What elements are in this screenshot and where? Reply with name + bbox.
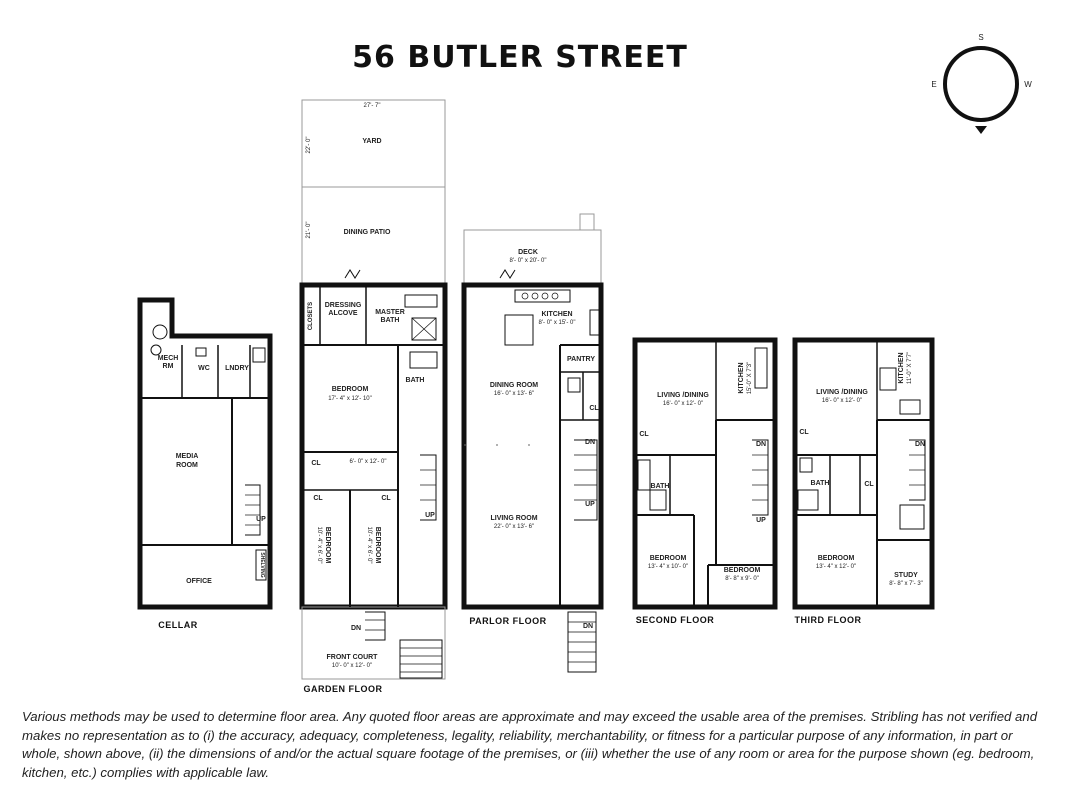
- living-room-dim: 22'- 0" x 13'- 6": [494, 524, 534, 530]
- parlor-floor-plan: [461, 213, 604, 673]
- kitchen-label: KITCHEN: [541, 311, 572, 318]
- page-title: 56 BUTLER STREET: [352, 40, 688, 75]
- garden-up-label: UP: [425, 512, 435, 519]
- third-cl1-label: CL: [799, 429, 809, 436]
- closets-label: CLOSETS: [308, 302, 314, 330]
- garden-cl3-label: CL: [381, 495, 391, 502]
- parlor-up-label: UP: [585, 501, 595, 508]
- second-floor-label: SECOND FLOOR: [636, 615, 715, 625]
- second-floor-labels: LIVING /DINING 16'- 0" x 12'- 0" KITCHEN…: [636, 362, 766, 625]
- second-bedroom2-label: BEDROOM: [724, 567, 761, 574]
- garden-cl2-label: CL: [313, 495, 323, 502]
- third-living-label: LIVING /DINING: [816, 389, 868, 396]
- second-bedroom2-dim: 8'- 8" x 9'- 0": [725, 576, 759, 582]
- dressing-alcove-label-2: ALCOVE: [328, 310, 358, 317]
- second-kitchen-dim: 15'-0" X 7'3": [747, 362, 753, 395]
- kitchen-dim: 8'- 0" x 15'- 0": [539, 320, 576, 326]
- garden-floor-label: GARDEN FLOOR: [304, 684, 383, 694]
- compass-icon: S E W: [931, 33, 1032, 134]
- third-kitchen-label: KITCHEN: [898, 352, 905, 383]
- media-room-label-2: ROOM: [176, 462, 198, 469]
- cellar-floor-label: CELLAR: [158, 620, 198, 630]
- second-cl-label: CL: [639, 431, 649, 438]
- third-dn-label: DN: [915, 441, 925, 448]
- parlor-floor-labels: DECK 8'- 0" x 20'- 0" KITCHEN 8'- 0" x 1…: [469, 249, 599, 630]
- third-floor-labels: LIVING /DINING 16'- 0" x 12'- 0" KITCHEN…: [795, 352, 926, 625]
- dressing-alcove-label: DRESSING: [325, 302, 362, 309]
- second-bath-label: BATH: [651, 483, 670, 490]
- master-bath-label: MASTER: [375, 309, 405, 316]
- deck-dim: 8'- 0" x 20'- 0": [510, 258, 547, 264]
- yard-width-label: 27'- 7": [364, 103, 381, 109]
- garden-dn-label: DN: [351, 625, 361, 632]
- parlor-floor-label: PARLOR FLOOR: [469, 616, 546, 626]
- compass-south: S: [978, 33, 983, 42]
- dining-room-label: DINING ROOM: [490, 382, 538, 389]
- third-bedroom-dim: 13'- 4" x 12'- 0": [816, 564, 856, 570]
- deck-label: DECK: [518, 249, 538, 256]
- pantry-label: PANTRY: [567, 356, 595, 363]
- parlor-cl-label: CL: [589, 405, 599, 412]
- second-living-dim: 16'- 0" x 12'- 0": [663, 401, 703, 407]
- parlor-dn-label: DN: [585, 439, 595, 446]
- second-bedroom1-dim: 13'- 4" x 10'- 0": [648, 564, 688, 570]
- garden-bath-label: BATH: [406, 377, 425, 384]
- garden-cl1-label: CL: [311, 460, 321, 467]
- wc-label: WC: [198, 365, 210, 372]
- garden-bed3-label: BEDROOM: [374, 527, 381, 564]
- garden-bed2-label: BEDROOM: [324, 527, 331, 564]
- dining-patio-label: DINING PATIO: [344, 229, 391, 236]
- second-bedroom1-label: BEDROOM: [650, 555, 687, 562]
- cellar-labels: MECH RM WC LNDRY MEDIA ROOM OFFICE UP SH…: [158, 355, 267, 630]
- garden-floor-plan: [299, 99, 448, 680]
- third-kitchen-dim: 11'-0" X 7'7": [907, 352, 913, 384]
- second-floor-plan: [632, 337, 778, 610]
- dining-room-dim: 16'- 0" x 13'- 6": [494, 391, 534, 397]
- third-living-dim: 16'- 0" x 12'- 0": [822, 398, 862, 404]
- living-room-label: LIVING ROOM: [490, 515, 537, 522]
- yard-label: YARD: [362, 138, 381, 145]
- garden-bed2-dim: 10'- 4" x 6'- 0": [316, 527, 322, 564]
- media-room-label: MEDIA: [176, 453, 199, 460]
- third-bath-label: BATH: [811, 480, 830, 487]
- third-floor-plan: [792, 337, 935, 610]
- cellar-up-label: UP: [256, 516, 266, 523]
- garden-bedroom-dim: 17'- 4" x 12'- 10": [328, 396, 372, 402]
- cellar-plan: [137, 297, 273, 610]
- yard-depth-label: 22'- 0": [306, 137, 312, 154]
- mech-room-label: MECH: [158, 355, 179, 362]
- disclaimer-text: Various methods may be used to determine…: [22, 709, 1038, 780]
- third-floor-label: THIRD FLOOR: [795, 615, 862, 625]
- study-label: STUDY: [894, 572, 918, 579]
- garden-hall-dim: 6'- 0" x 12'- 0": [350, 459, 387, 465]
- compass-west: W: [1024, 80, 1032, 89]
- third-cl2-label: CL: [864, 481, 874, 488]
- third-bedroom-label: BEDROOM: [818, 555, 855, 562]
- second-kitchen-label: KITCHEN: [738, 362, 745, 393]
- office-label: OFFICE: [186, 578, 212, 585]
- study-dim: 8'- 8" x 7'- 3": [889, 581, 923, 587]
- second-up-label: UP: [756, 517, 766, 524]
- front-court-dim: 10'- 0" x 12'- 0": [332, 663, 372, 669]
- second-dn-label: DN: [756, 441, 766, 448]
- second-living-label: LIVING /DINING: [657, 392, 709, 399]
- garden-bed3-dim: 10'- 4" x 6'- 0": [366, 527, 372, 564]
- parlor-stoop-dn-label: DN: [583, 623, 593, 630]
- shelving-label: SHELVING: [259, 552, 265, 577]
- patio-depth-label: 21'- 0": [306, 222, 312, 239]
- garden-bedroom-label: BEDROOM: [332, 386, 369, 393]
- master-bath-label-2: BATH: [381, 317, 400, 324]
- mech-room-label-2: RM: [163, 363, 174, 370]
- front-court-label: FRONT COURT: [327, 654, 379, 661]
- laundry-label: LNDRY: [225, 365, 249, 372]
- compass-east: E: [931, 80, 936, 89]
- garden-floor-labels: 27'- 7" 22'- 0" YARD 21'- 0" DINING PATI…: [304, 103, 436, 694]
